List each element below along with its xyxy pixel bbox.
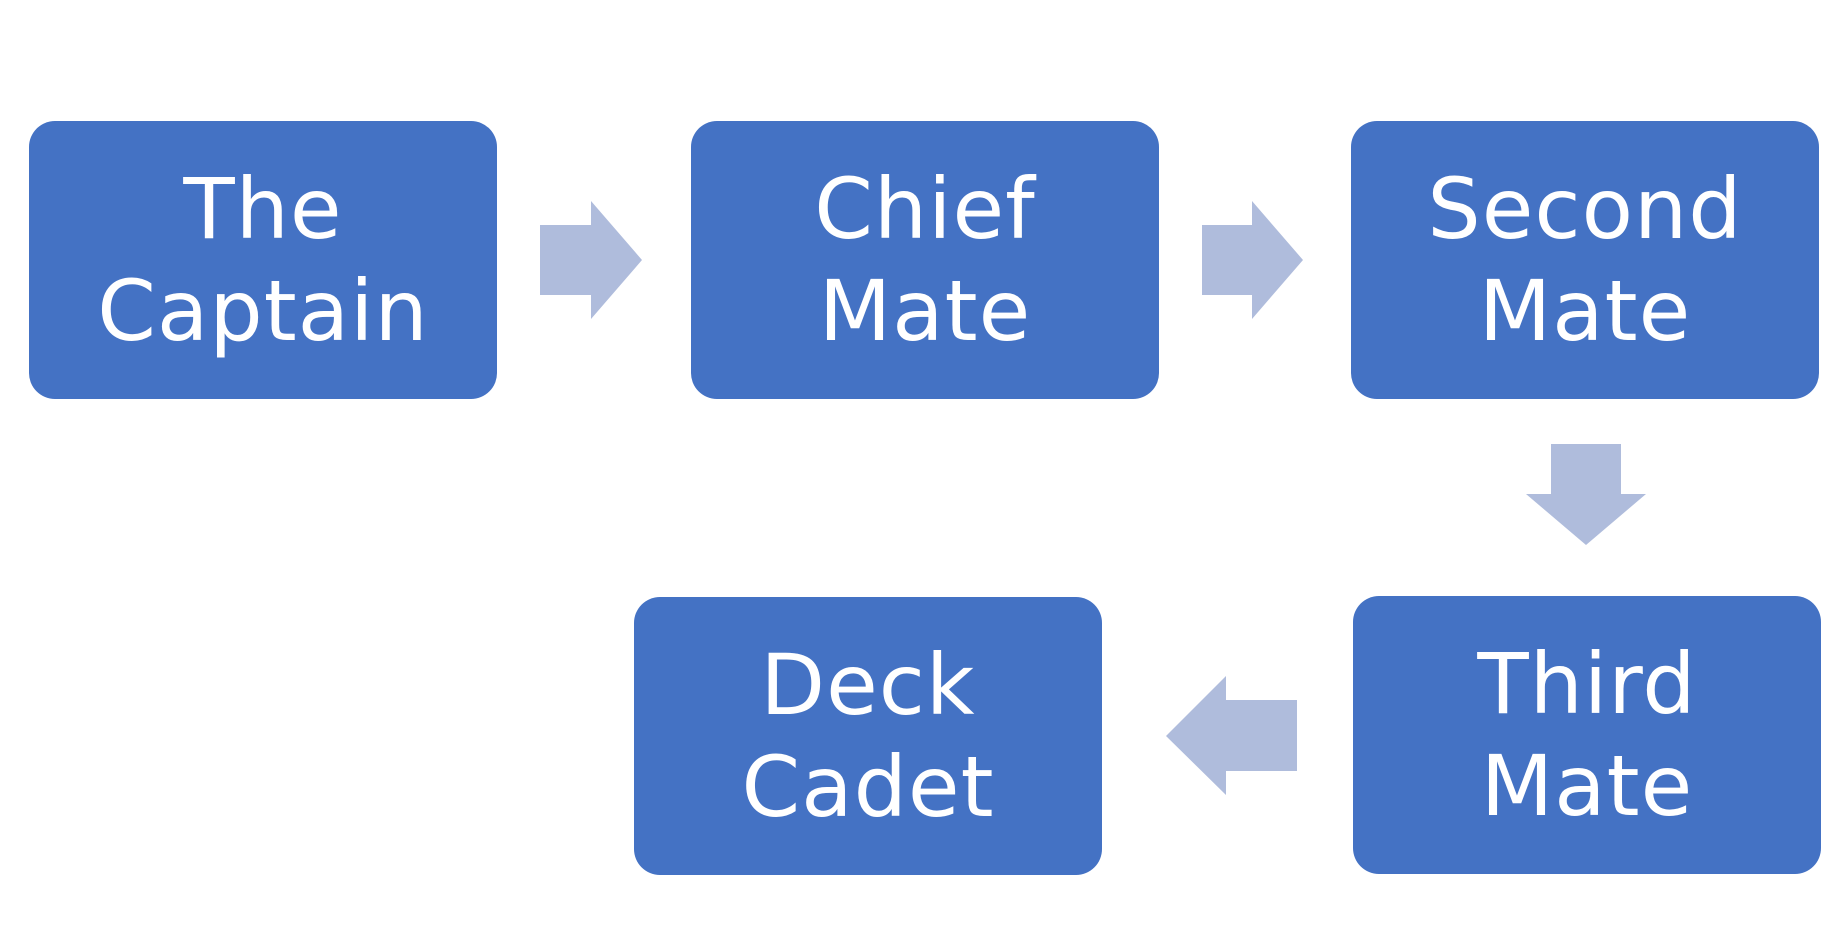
node-third-mate: Third Mate — [1353, 596, 1821, 874]
node-label: Second Mate — [1427, 160, 1743, 360]
node-chief-mate: Chief Mate — [691, 121, 1159, 399]
arrow-second-mate-to-third-mate — [1526, 444, 1646, 545]
node-label: Chief Mate — [814, 160, 1036, 360]
arrow-chief-mate-to-second-mate — [1202, 201, 1303, 319]
arrow-third-mate-to-deck-cadet — [1166, 676, 1297, 795]
node-label: Deck Cadet — [741, 636, 995, 836]
node-deck-cadet: Deck Cadet — [634, 597, 1102, 875]
node-the-captain: The Captain — [29, 121, 497, 399]
node-label: The Captain — [97, 160, 429, 360]
arrow-captain-to-chief-mate — [540, 201, 642, 319]
node-label: Third Mate — [1477, 635, 1697, 835]
node-second-mate: Second Mate — [1351, 121, 1819, 399]
